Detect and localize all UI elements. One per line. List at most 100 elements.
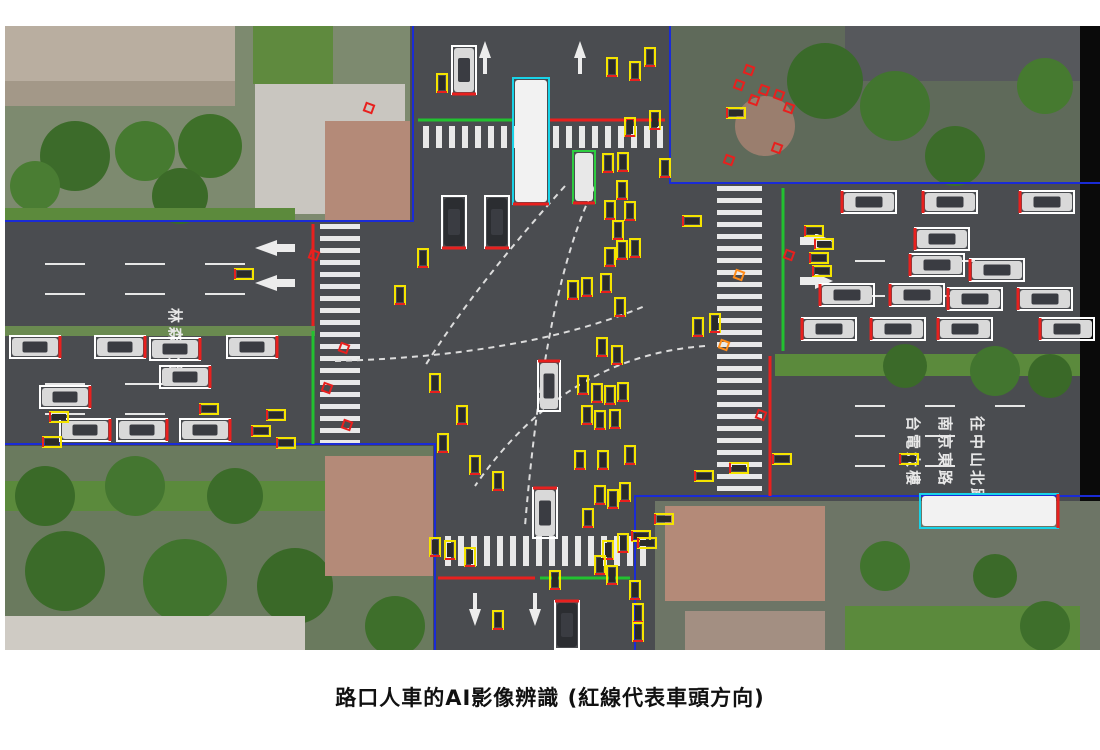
detection-overlay: 林森北路 台電大樓 南京東路 往中山北路 xyxy=(5,26,1100,650)
scooter-detection xyxy=(624,117,636,137)
scooter-detection xyxy=(644,47,656,67)
scooter-detection xyxy=(682,215,702,227)
scooter-detection xyxy=(417,248,429,268)
scooter-detection xyxy=(629,61,641,81)
car-detection xyxy=(888,283,945,307)
car-dark-detection xyxy=(484,195,510,250)
scooter-detection xyxy=(619,482,631,502)
scooter-detection xyxy=(597,450,609,470)
car-detection xyxy=(921,190,978,214)
car-detection xyxy=(840,190,897,214)
car-detection xyxy=(532,486,558,539)
car-detection xyxy=(800,317,857,341)
car-detection xyxy=(159,365,212,389)
intersection-aerial-photo: 林森北路 台電大樓 南京東路 往中山北路 xyxy=(5,26,1100,650)
scooter-detection xyxy=(49,411,69,423)
scooter-detection xyxy=(726,107,746,119)
car-detection xyxy=(94,335,147,359)
scooter-detection xyxy=(604,385,616,405)
scooter-detection xyxy=(429,537,441,557)
road-text-east-2: 南京東路 xyxy=(936,416,954,488)
scooter-detection xyxy=(614,297,626,317)
scooter-detection xyxy=(594,555,606,575)
scooter-detection xyxy=(899,453,919,465)
pedestrian-detection xyxy=(722,153,736,167)
scooter-detection xyxy=(464,547,476,567)
scooter-detection xyxy=(637,537,657,549)
scooter-detection xyxy=(234,268,254,280)
truck-detection xyxy=(572,150,596,205)
scooter-detection xyxy=(549,570,561,590)
road-text-east-1: 台電大樓 xyxy=(904,416,922,488)
pedestrian-detection xyxy=(770,141,784,155)
scooter-detection xyxy=(251,425,271,437)
scooter-detection xyxy=(606,57,618,77)
scooter-detection xyxy=(429,373,441,393)
car-detection xyxy=(869,317,926,341)
car-detection xyxy=(936,317,993,341)
scooter-detection xyxy=(624,445,636,465)
scooter-detection xyxy=(694,470,714,482)
pedestrian-detection xyxy=(742,63,756,77)
scooter-detection xyxy=(594,410,606,430)
pedestrian-detection xyxy=(782,101,796,115)
car-detection xyxy=(179,418,232,442)
pedestrian-detection xyxy=(732,268,746,282)
scooter-detection xyxy=(809,252,829,264)
pedestrian-detection xyxy=(717,338,731,352)
scooter-detection xyxy=(600,273,612,293)
pedestrian-detection xyxy=(782,248,796,262)
scooter-detection xyxy=(596,337,608,357)
pedestrian-detection xyxy=(307,248,321,262)
scooter-detection xyxy=(436,73,448,93)
scooter-detection xyxy=(492,471,504,491)
scooter-detection xyxy=(812,265,832,277)
scooter-detection xyxy=(437,433,449,453)
east-median-trees xyxy=(775,344,1080,398)
scooter-detection xyxy=(804,225,824,237)
scooter-detection xyxy=(632,622,644,642)
road-text-east-3: 往中山北路 xyxy=(968,416,986,506)
scooter-detection xyxy=(492,610,504,630)
scooter-detection xyxy=(394,285,406,305)
figure-caption: 路口人車的AI影像辨識 (紅線代表車頭方向) xyxy=(335,686,765,710)
scooter-detection xyxy=(629,238,641,258)
car-detection xyxy=(968,258,1025,282)
scooter-detection xyxy=(659,158,671,178)
pedestrian-detection xyxy=(732,78,746,92)
car-detection xyxy=(59,418,112,442)
pedestrian-detection xyxy=(340,418,354,432)
scooter-detection xyxy=(577,375,589,395)
pedestrian-detection xyxy=(337,341,351,355)
northwest-block xyxy=(5,26,410,224)
car-dark-detection xyxy=(441,195,467,250)
scooter-detection xyxy=(617,152,629,172)
scooter-detection xyxy=(276,437,296,449)
car-detection xyxy=(451,45,477,96)
scooter-detection xyxy=(582,508,594,528)
car-detection xyxy=(149,337,202,361)
scooter-detection xyxy=(814,238,834,250)
car-dark-detection xyxy=(554,599,580,650)
bus-detection xyxy=(512,77,550,206)
car-detection xyxy=(1016,287,1073,311)
southwest-block xyxy=(5,446,433,650)
pedestrian-detection xyxy=(757,83,771,97)
scooter-detection xyxy=(604,200,616,220)
car-detection xyxy=(913,227,970,251)
car-detection xyxy=(537,359,561,412)
scooter-detection xyxy=(469,455,481,475)
scooter-detection xyxy=(581,405,593,425)
scooter-detection xyxy=(616,180,628,200)
car-detection xyxy=(9,335,62,359)
scooter-detection xyxy=(609,409,621,429)
scooter-detection xyxy=(649,110,661,130)
car-detection xyxy=(1038,317,1095,341)
scooter-detection xyxy=(444,540,456,560)
northeast-block xyxy=(670,26,1100,650)
car-detection xyxy=(818,283,875,307)
scooter-detection xyxy=(709,313,721,333)
scooter-detection xyxy=(567,280,579,300)
scooter-detection xyxy=(611,345,623,365)
scooter-detection xyxy=(581,277,593,297)
